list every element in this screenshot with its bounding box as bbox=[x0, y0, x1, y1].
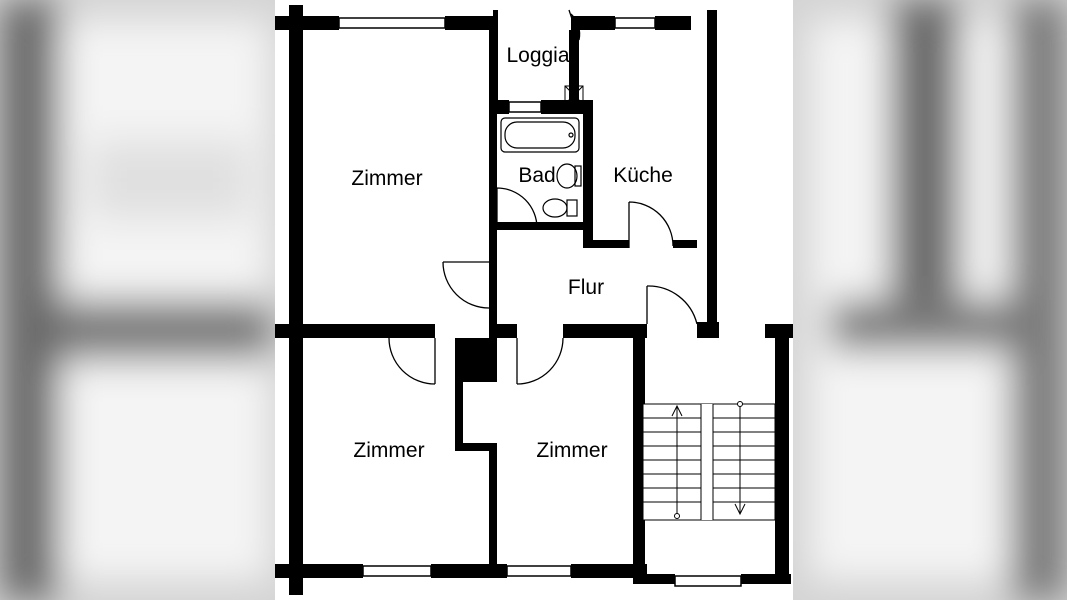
label-kueche: Küche bbox=[613, 164, 673, 187]
window-zimmer-bottom-middle bbox=[506, 565, 572, 577]
stair-treads-right bbox=[713, 417, 775, 503]
doors bbox=[388, 9, 698, 385]
sink bbox=[556, 163, 578, 189]
windows bbox=[338, 17, 742, 587]
stair-treads-left bbox=[643, 417, 701, 503]
label-zimmer-bottom-left: Zimmer bbox=[353, 439, 424, 462]
door-zimmer-top-left bbox=[442, 261, 490, 309]
window-zimmer-bottom-left bbox=[362, 565, 432, 577]
bathtub bbox=[500, 117, 580, 153]
window-zimmer-top bbox=[338, 17, 446, 29]
window-bad bbox=[508, 101, 542, 113]
stair-up-arrow bbox=[671, 404, 683, 519]
door-entrance bbox=[646, 285, 698, 325]
door-bad bbox=[496, 187, 538, 229]
label-loggia: Loggia bbox=[506, 44, 569, 67]
door-kueche bbox=[628, 201, 674, 248]
door-zimmer-bottom-middle bbox=[516, 337, 564, 385]
kitchen-shaft bbox=[564, 85, 584, 105]
label-bad: Bad bbox=[518, 164, 555, 187]
door-zimmer-bottom-left bbox=[388, 337, 436, 385]
walls bbox=[275, 5, 793, 595]
door-loggia bbox=[568, 9, 581, 41]
stair-down-arrow bbox=[734, 401, 746, 516]
window-kueche bbox=[614, 17, 656, 29]
floor-plan: Loggia Bad Küche Flur Zimmer Zimmer Zimm… bbox=[275, 0, 793, 600]
window-stairwell bbox=[674, 575, 742, 587]
label-flur: Flur bbox=[568, 276, 604, 299]
label-zimmer-top-left: Zimmer bbox=[351, 167, 422, 190]
staircase bbox=[642, 401, 776, 521]
label-zimmer-bottom-middle: Zimmer bbox=[536, 439, 607, 462]
bathroom-fixtures bbox=[500, 117, 582, 218]
